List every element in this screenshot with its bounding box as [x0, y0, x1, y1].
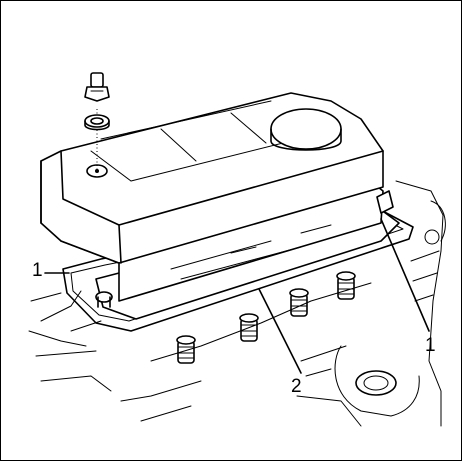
callout-2: 2 [291, 376, 302, 397]
callout-1-right: 1 [425, 335, 436, 356]
right-stud [376, 190, 394, 214]
leader-lines [44, 218, 430, 374]
engine-block [28, 180, 446, 427]
washer [84, 114, 110, 131]
injector-row [150, 271, 372, 364]
cylinder-head-cover [40, 92, 400, 320]
callouts: 1 1 2 [32, 260, 436, 397]
bolt-and-washer [84, 72, 110, 171]
left-stud [95, 291, 113, 308]
leader-callout-2 [258, 288, 302, 374]
callout-1-left: 1 [32, 260, 43, 281]
leader-callout-1-right [380, 218, 430, 332]
bolt [84, 72, 110, 102]
